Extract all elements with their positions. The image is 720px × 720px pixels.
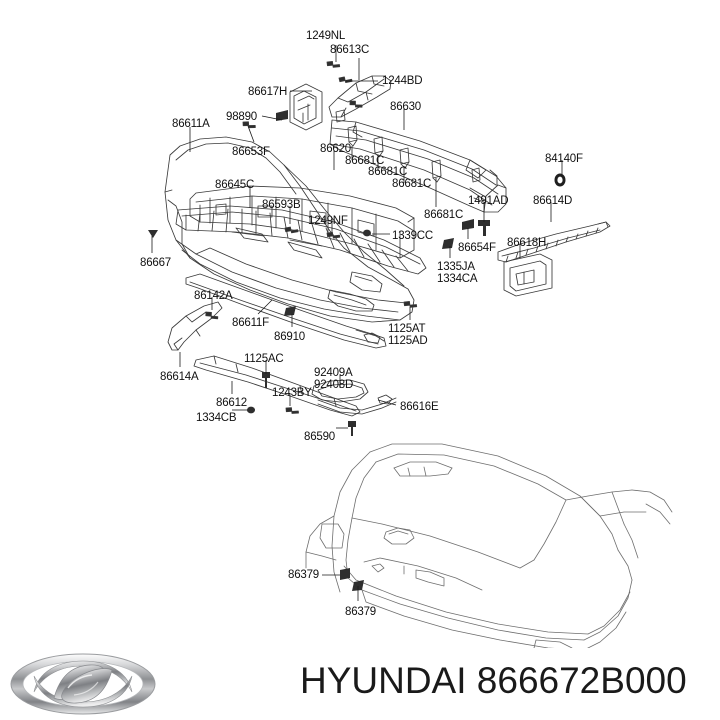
callout-label-1334cb: 1334CB — [196, 412, 237, 424]
callout-label-86616e: 86616E — [400, 401, 439, 413]
leader-line-86611f — [257, 299, 273, 315]
part-86379-clip-2 — [352, 580, 364, 591]
part-86654f-clip — [462, 219, 474, 230]
callout-label-86681c: 86681C — [368, 166, 408, 178]
callout-label-1249nl: 1249NL — [306, 30, 346, 42]
callout-label-86910: 86910 — [274, 331, 305, 343]
part-86613c-stay — [328, 75, 392, 118]
callout-label-86654f: 86654F — [458, 242, 496, 254]
callout-label-86645c: 86645C — [215, 179, 255, 191]
footer-divider — [0, 648, 720, 649]
callout-label-1243by: 1243BY — [272, 387, 312, 399]
callout-label-92408d: 92408D — [314, 379, 354, 391]
part-86681c-clip-4 — [431, 159, 442, 183]
part-1125ac-bolt — [262, 372, 270, 388]
callout-label-1125at: 1125AT — [388, 323, 426, 335]
part-beam-top-clip-a — [335, 109, 346, 123]
callout-label-86630: 86630 — [390, 101, 421, 113]
part-98890-clip — [276, 110, 288, 121]
callout-label-86620: 86620 — [320, 143, 351, 155]
part-1335ja-clip — [442, 238, 454, 249]
callout-label-86613c: 86613C — [330, 44, 370, 56]
callout-label-84140f: 84140F — [545, 153, 583, 165]
callout-label-86618h: 86618H — [507, 237, 547, 249]
footer-caption: HYUNDAI 866672B000 — [300, 660, 687, 701]
part-84140f-grommet — [554, 173, 566, 187]
callout-label-1491ad: 1491AD — [468, 195, 509, 207]
part-86681c-clip-1 — [347, 125, 358, 147]
leader-lines-group — [151, 45, 563, 601]
part-86667-clip — [148, 230, 158, 238]
part-86681c-clip-3 — [399, 147, 410, 169]
callout-label-86614a: 86614A — [160, 371, 199, 383]
callout-label-1334ca: 1334CA — [437, 273, 478, 285]
part-86910-clip — [284, 306, 296, 316]
callout-label-1249nf: 1249NF — [308, 215, 348, 227]
part-1334cb-clip — [247, 406, 255, 414]
vehicle-rear-view-sketch — [305, 443, 673, 657]
part-86645c-step-trim — [175, 205, 427, 275]
part-86379-clip-1 — [340, 568, 350, 580]
part-86142a-bolt — [203, 309, 220, 322]
callout-label-86379: 86379 — [288, 569, 319, 581]
callout-label-86593b: 86593B — [262, 199, 301, 211]
callout-label-86667: 86667 — [140, 257, 171, 269]
callout-label-86614d: 86614D — [533, 195, 573, 207]
part-stay-stud — [348, 98, 364, 111]
callout-label-86612: 86612 — [216, 397, 247, 409]
callout-label-86611a: 86611A — [172, 118, 210, 130]
callout-label-92409a: 92409A — [314, 367, 353, 379]
callout-label-86379: 86379 — [345, 606, 376, 618]
line-art-group — [148, 59, 673, 657]
part-1249nl-bolt — [325, 59, 342, 70]
callout-label-1335ja: 1335JA — [437, 261, 475, 273]
part-1491ad-bolt — [478, 220, 490, 236]
part-86614a-bracket — [167, 301, 223, 351]
leader-line-86616e — [377, 399, 397, 406]
callout-label-1339cc: 1339CC — [392, 230, 433, 242]
part-1243by-bolt — [284, 405, 300, 417]
part-1339cc-clip — [363, 229, 371, 237]
callout-label-1244bd: 1244BD — [382, 75, 423, 87]
part-86618h-bracket — [503, 253, 553, 297]
callout-label-86653f: 86653F — [232, 146, 270, 158]
callout-label-98890: 98890 — [226, 111, 257, 123]
callout-label-1125ac: 1125AC — [244, 353, 284, 365]
part-86620-absorber — [189, 185, 415, 259]
callout-label-86681c: 86681C — [345, 155, 385, 167]
callout-label-86611f: 86611F — [232, 317, 269, 329]
callout-label-86681c: 86681C — [392, 178, 432, 190]
part-86681c-clip-2 — [373, 136, 384, 158]
hyundai-logo-icon — [10, 653, 156, 715]
leader-line-98890 — [261, 115, 283, 121]
part-1244bd-clip — [337, 75, 354, 85]
callout-label-86142a: 86142A — [194, 290, 233, 302]
callout-label-86590: 86590 — [304, 431, 335, 443]
part-86590-bolt — [348, 421, 356, 436]
callout-label-1125ad: 1125AD — [388, 335, 428, 347]
part-beam-top-clip-b — [471, 167, 481, 183]
callout-label-86681c: 86681C — [424, 209, 464, 221]
leader-line-86653f — [247, 125, 255, 143]
callout-label-86617h: 86617H — [248, 86, 288, 98]
